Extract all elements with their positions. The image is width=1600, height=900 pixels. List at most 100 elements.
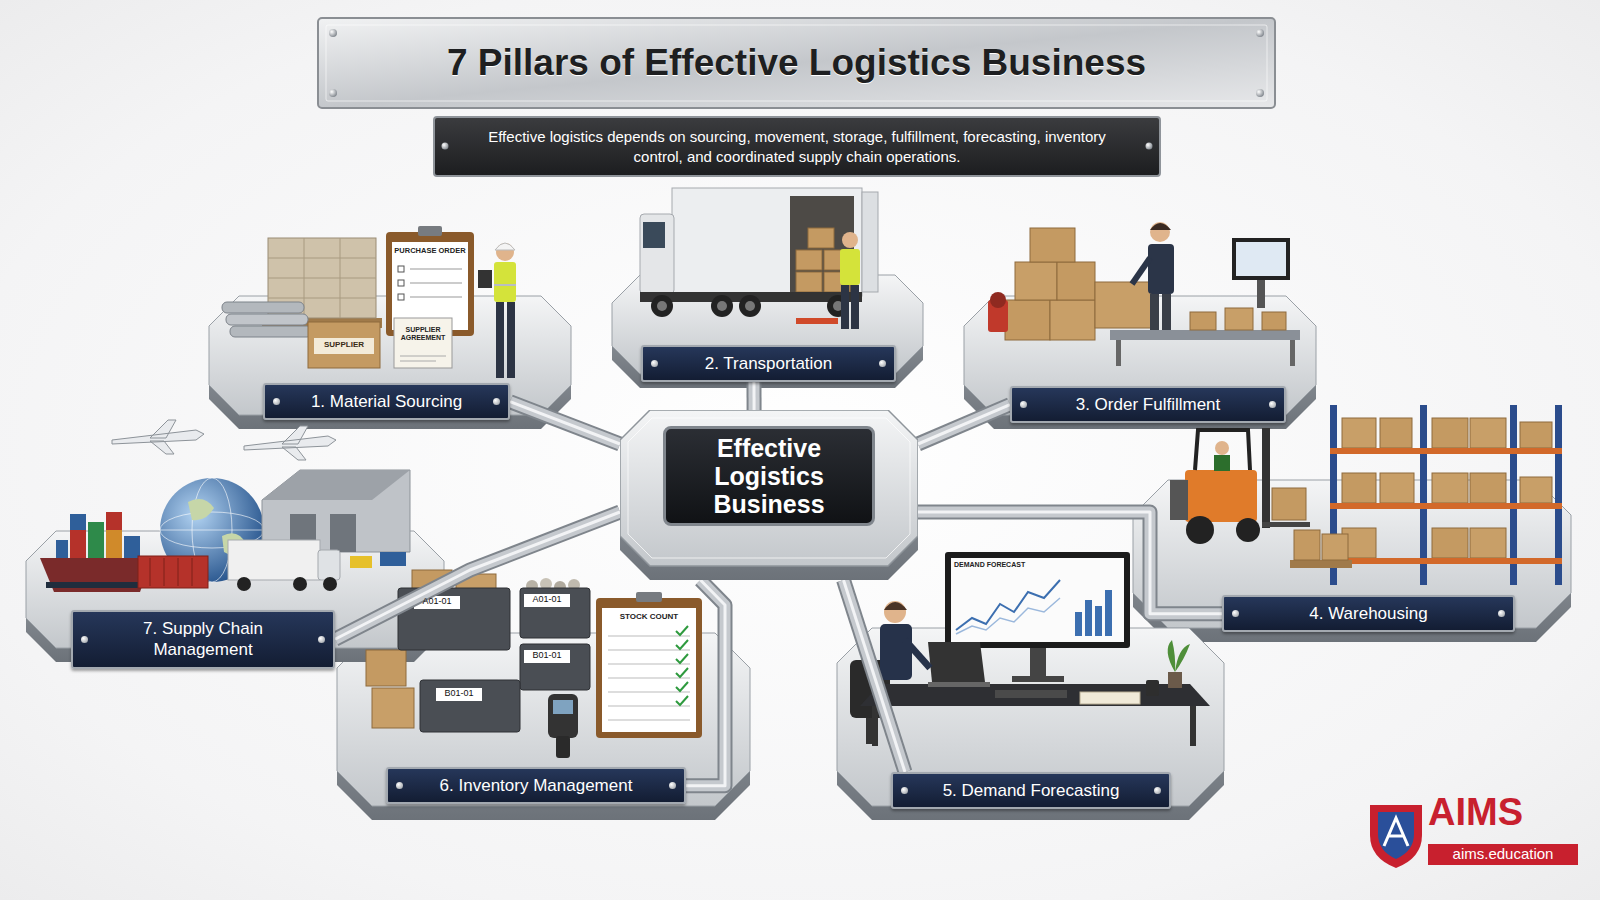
forecast-scene-part <box>928 682 990 687</box>
sourcing-scene-part <box>398 294 404 300</box>
pipe-highlight <box>686 580 725 786</box>
fulfillment-scene-part <box>1190 312 1216 330</box>
transport-scene-part <box>672 188 862 296</box>
fulfillment-scene-part <box>1110 330 1300 340</box>
transport-scene <box>640 188 878 329</box>
pipe-group <box>335 382 1222 785</box>
pipe-shade <box>844 580 906 772</box>
caption-plate <box>434 117 1160 176</box>
inventory-scene-part <box>608 664 690 665</box>
pillar-label: 5. Demand Forecasting <box>891 772 1171 809</box>
illustration-label: PURCHASE ORDER <box>392 247 468 255</box>
caption-plate-part <box>434 117 1160 176</box>
forecast-scene-part <box>884 601 906 623</box>
hub-title: Effective Logistics Business <box>679 434 859 518</box>
subtitle-text: Effective logistics depends on sourcing,… <box>434 117 1160 176</box>
supply-chain-scene-part <box>164 558 165 586</box>
supply-chain-scene-part <box>380 552 406 566</box>
sourcing-scene-part <box>268 258 376 259</box>
supply-chain-scene-part <box>106 512 122 530</box>
supply-chain-scene-part <box>244 426 336 460</box>
fulfillment-scene-part <box>1236 242 1286 276</box>
sourcing-scene-part <box>398 280 404 286</box>
warehouse-scene-part <box>1195 430 1250 470</box>
pipe-connector <box>918 512 1222 614</box>
inventory-scene-part <box>548 694 578 738</box>
sourcing-scene-part <box>418 226 442 236</box>
pillar-label: 3. Order Fulfillment <box>1010 386 1286 423</box>
supply-chain-scene-part <box>70 514 86 530</box>
title-plate <box>318 18 1275 108</box>
warehouse-scene-part <box>1185 470 1257 522</box>
fulfillment-scene-part <box>1148 244 1174 294</box>
transport-scene-part <box>717 301 727 311</box>
sourcing-scene-part <box>410 283 462 284</box>
supply-chain-scene-part <box>228 540 320 580</box>
fulfillment-scene-part <box>1232 238 1290 280</box>
supply-chain-scene-part <box>70 530 86 558</box>
pipe-connector <box>844 580 906 772</box>
pipe-shade <box>686 580 725 786</box>
forecast-scene-part <box>880 624 912 680</box>
forecast-scene-part <box>1190 706 1196 746</box>
forecast-scene-part <box>1085 600 1092 636</box>
illustration-label: SUPPLIER <box>314 341 374 350</box>
pillar-label: 2. Transportation <box>641 345 896 382</box>
warehouse-scene-part <box>1262 522 1310 527</box>
forecast-scene-part <box>928 642 985 682</box>
supply-chain-scene-part <box>150 558 151 586</box>
inventory-scene-part <box>366 650 406 686</box>
title-plate-part <box>1256 29 1264 37</box>
warehouse-scene-part <box>1432 528 1468 558</box>
forecast-scene-part <box>1012 676 1064 682</box>
inventory-scene-part <box>420 680 520 732</box>
inventory-scene-part <box>608 692 690 693</box>
warehouse-scene-part <box>1170 480 1188 520</box>
title-plate-part <box>329 29 337 37</box>
fulfillment-scene-part <box>1005 300 1050 340</box>
supply-chain-scene-part <box>46 582 146 588</box>
supply-chain-scene-part <box>178 558 179 586</box>
warehouse-scene-part <box>1215 441 1229 455</box>
supply-chain-scene-part <box>138 556 208 588</box>
transport-scene-part <box>711 295 733 317</box>
supply-chain-scene-part <box>237 577 251 591</box>
fulfillment-scene-part <box>1095 282 1153 328</box>
forecast-scene-part <box>1095 606 1102 636</box>
illustration-label: STOCK COUNT <box>602 613 696 622</box>
warehouse-scene-part <box>1432 473 1468 503</box>
fulfillment-scene-part <box>1150 223 1171 230</box>
warehouse-scene-part <box>1380 473 1414 503</box>
fulfillment-scene-part <box>1015 262 1057 300</box>
forecast-scene-part <box>945 552 1130 648</box>
inventory-scene-part <box>556 736 570 758</box>
supply-chain-scene-part <box>106 530 122 558</box>
warehouse-scene-part <box>1470 528 1506 558</box>
forecast-scene-part <box>956 580 1060 630</box>
pipe-highlight <box>752 382 755 410</box>
transport-scene-part <box>739 295 761 317</box>
warehouse-scene-part <box>1330 503 1562 509</box>
warehouse-scene-part <box>1330 448 1562 454</box>
fulfillment-scene-part <box>1162 294 1171 330</box>
pipe-connector <box>335 512 620 639</box>
illustration-label: DEMAND FORECAST <box>954 561 1064 569</box>
pillar-label: 7. Supply Chain Management <box>71 610 335 669</box>
pipe-highlight <box>918 405 1010 444</box>
transport-scene-part <box>643 222 665 248</box>
forecast-scene-part <box>1168 640 1190 672</box>
pipe-shade <box>918 405 1010 444</box>
pipe-highlight <box>844 580 906 772</box>
sourcing-scene-part <box>308 322 380 368</box>
warehouse-scene-part <box>1520 477 1552 503</box>
supply-chain-scene-part <box>112 420 204 454</box>
transport-scene-part <box>808 228 834 248</box>
fulfillment-scene-part <box>1050 300 1095 340</box>
warehouse-scene-part <box>1470 418 1506 448</box>
warehouse-scene-part <box>1432 418 1468 448</box>
pipe-highlight <box>510 402 620 444</box>
logo-emblem-part <box>1384 818 1408 846</box>
hub-rim <box>628 418 910 558</box>
inventory-scene-part <box>676 696 688 705</box>
pipe-shade <box>918 512 1222 614</box>
